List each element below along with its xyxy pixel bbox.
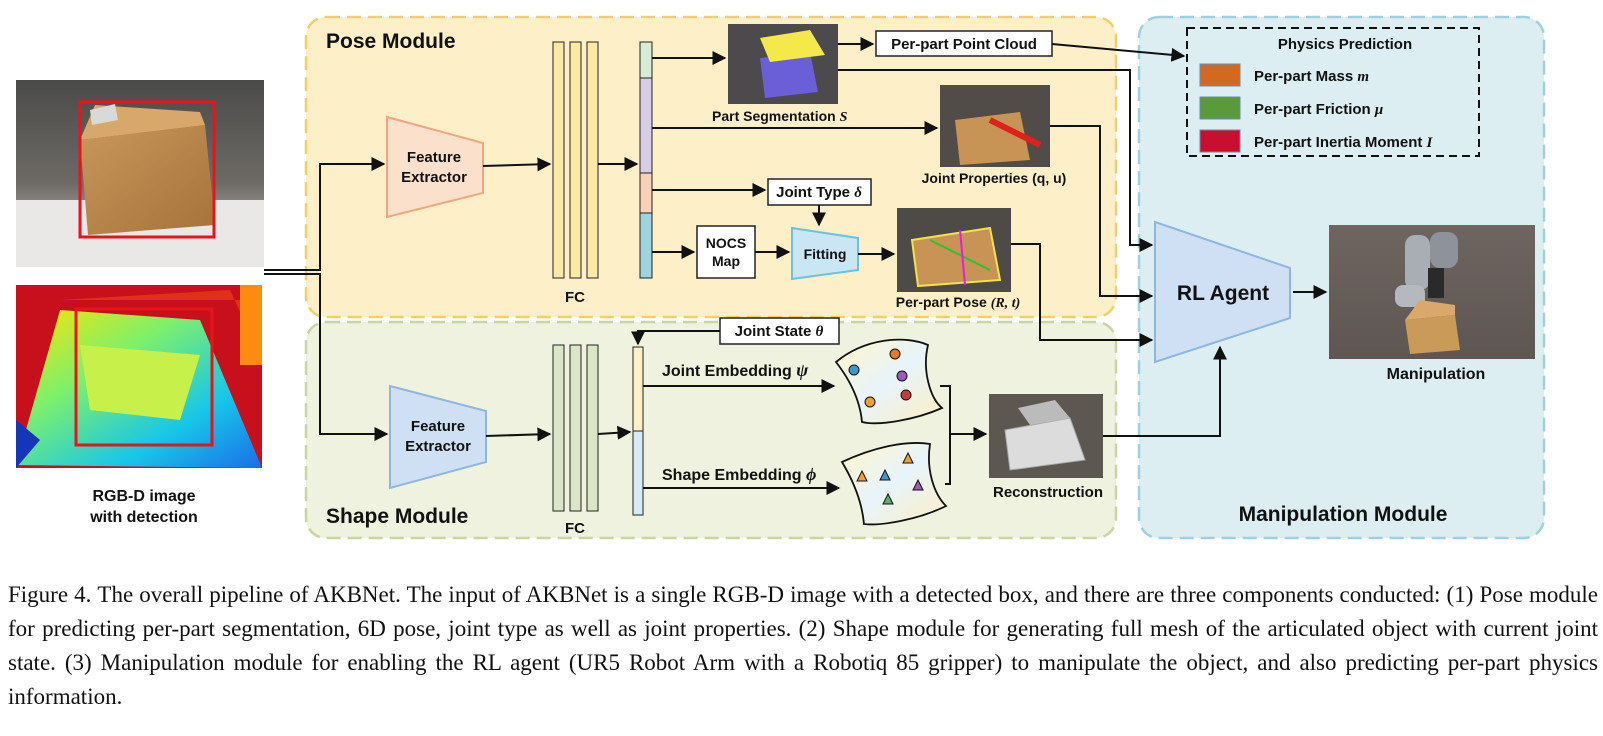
reconstruction-image xyxy=(989,394,1103,478)
connector-arrows xyxy=(264,37,1328,495)
svg-text:Feature: Feature xyxy=(411,418,465,435)
physics-item-label: Per-part Friction μ xyxy=(1254,101,1383,118)
shape-feature-extractor: Feature Extractor xyxy=(389,384,487,490)
pose-feature-vector xyxy=(639,41,653,279)
physics-color-swatch xyxy=(1199,96,1241,120)
joint-type-box: Joint Type δ xyxy=(767,178,872,206)
svg-text:Extractor: Extractor xyxy=(405,438,471,455)
caption-text: The overall pipeline of AKBNet. The inpu… xyxy=(8,582,1598,709)
svg-text:NOCS: NOCS xyxy=(706,235,746,251)
point-cloud-box: Per-part Point Cloud xyxy=(875,30,1053,57)
physics-color-swatch xyxy=(1199,63,1241,87)
svg-text:Joint State θ: Joint State θ xyxy=(735,323,824,340)
part-seg-label: Part Segmentation S xyxy=(712,108,848,125)
pipeline-figure: Pose Module Shape Module Manipulation Mo… xyxy=(16,15,1546,540)
shape-embedding-manifold xyxy=(840,442,948,526)
input-label-line2: with detection xyxy=(89,509,198,526)
physics-item-label: Per-part Inertia Moment I xyxy=(1254,134,1434,151)
svg-text:Per-part Point Cloud: Per-part Point Cloud xyxy=(891,36,1037,53)
part-segmentation-image xyxy=(728,24,838,104)
shape-fc-layers: FC xyxy=(552,344,599,537)
input-label-line1: RGB-D image xyxy=(92,488,195,505)
joint-state-box: Joint State θ xyxy=(719,317,840,345)
svg-text:Map: Map xyxy=(712,253,740,269)
depth-input-image xyxy=(16,285,262,468)
shape-module-title: Shape Module xyxy=(326,505,468,528)
pose-fc-label: FC xyxy=(565,289,585,306)
pose-module-title: Pose Module xyxy=(326,30,456,53)
per-part-pose-label: Per-part Pose (R, t) xyxy=(896,294,1021,311)
joint-properties-image xyxy=(940,85,1050,167)
shape-embedding-label: Shape Embedding ϕ xyxy=(662,464,816,484)
pose-fc-layers: FC xyxy=(552,41,599,306)
shape-fc-label: FC xyxy=(565,520,585,537)
physics-item-label: Per-part Mass m xyxy=(1254,68,1369,85)
per-part-pose-image xyxy=(897,208,1011,292)
manipulation-output-image xyxy=(1329,225,1535,359)
svg-text:Joint Type δ: Joint Type δ xyxy=(776,184,862,201)
physics-item: Per-part Inertia Moment I xyxy=(1199,129,1434,153)
caption-label: Figure 4. xyxy=(8,582,92,607)
rgb-input-image xyxy=(16,80,264,267)
joint-embedding-label: Joint Embedding ψ xyxy=(662,360,809,380)
reconstruction-label: Reconstruction xyxy=(993,484,1103,501)
physics-prediction-box: Physics Prediction Per-part Mass m Per-pa… xyxy=(1186,27,1480,157)
joint-props-label: Joint Properties (q, u) xyxy=(922,170,1067,186)
nocs-map-box: NOCS Map xyxy=(696,225,756,279)
joint-embedding-manifold xyxy=(834,338,944,425)
fitting-block: Fitting xyxy=(791,226,859,281)
pose-fe-line1: Feature xyxy=(407,149,461,166)
physics-item: Per-part Mass m xyxy=(1199,63,1369,87)
rl-agent-label: RL Agent xyxy=(1177,282,1269,305)
physics-title: Physics Prediction xyxy=(1278,36,1412,53)
rl-agent-block: RL Agent xyxy=(1154,220,1291,364)
svg-text:Fitting: Fitting xyxy=(804,246,847,262)
pose-fe-line2: Extractor xyxy=(401,169,467,186)
pose-feature-extractor: Feature Extractor xyxy=(386,115,484,219)
figure-caption: Figure 4.The overall pipeline of AKBNet.… xyxy=(8,578,1598,714)
physics-color-swatch xyxy=(1199,129,1241,153)
manipulation-output-label: Manipulation xyxy=(1387,366,1486,383)
shape-feature-vector xyxy=(632,346,644,516)
manipulation-module-title: Manipulation Module xyxy=(1239,503,1448,526)
physics-item: Per-part Friction μ xyxy=(1199,96,1383,120)
